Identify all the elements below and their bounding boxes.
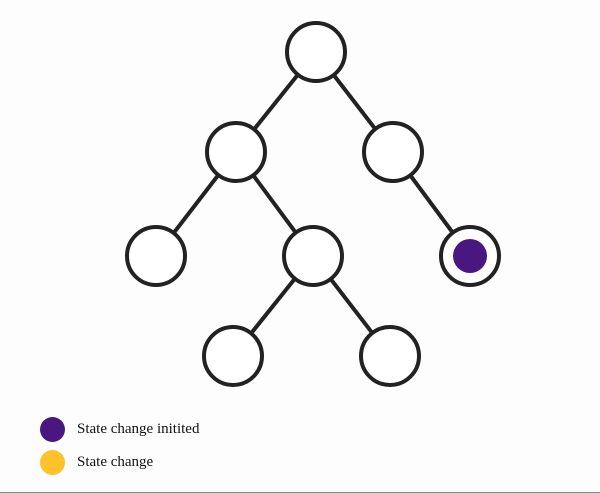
tree-node-left-right-left — [202, 325, 264, 387]
state-change-initiated-swatch — [40, 416, 65, 442]
tree-diagram — [125, 21, 501, 387]
tree-node-right-right-state-marker — [453, 239, 487, 273]
tree-node-left — [205, 121, 267, 183]
legend-item-state-change: State change — [40, 449, 199, 475]
legend-label: State change — [77, 453, 154, 470]
legend: State change initited State change — [40, 416, 199, 482]
tree-node-root — [285, 21, 347, 83]
tree-edges — [154, 50, 472, 358]
legend-item-state-change-initiated: State change initited — [40, 416, 199, 442]
tree-node-left-left — [125, 225, 187, 287]
tree-node-left-right-right — [359, 325, 421, 387]
tree-node-left-right — [282, 225, 344, 287]
state-change-swatch — [40, 449, 65, 475]
tree-node-right — [362, 121, 424, 183]
legend-label: State change initited — [77, 420, 200, 437]
tree-nodes — [125, 21, 501, 387]
